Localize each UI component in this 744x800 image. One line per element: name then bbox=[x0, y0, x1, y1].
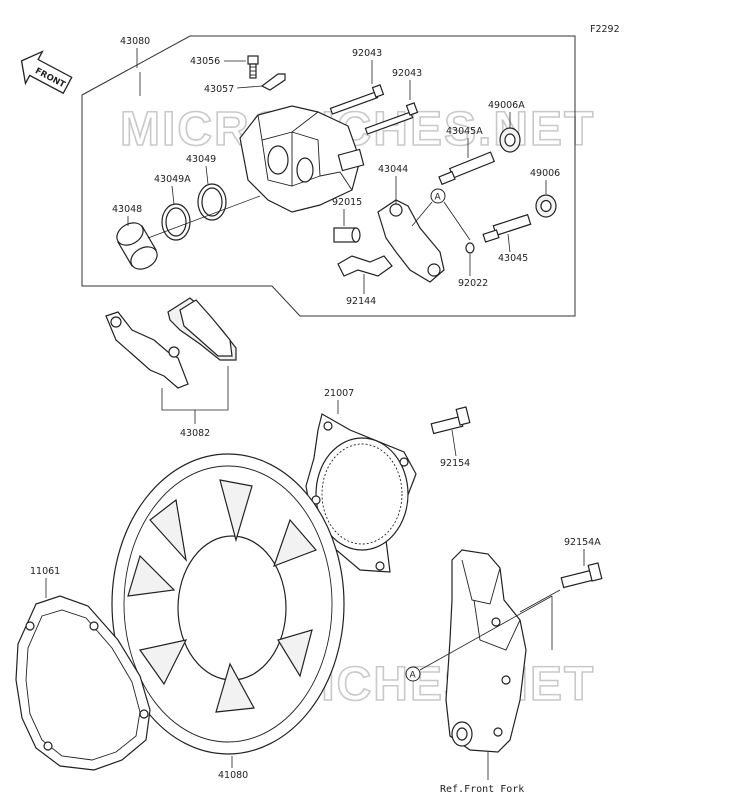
label-43045A: 43045A bbox=[446, 126, 483, 137]
label-21007: 21007 bbox=[324, 388, 354, 399]
nut-49006-part bbox=[535, 194, 557, 218]
bushing-92015-part bbox=[333, 227, 361, 243]
label-43045: 43045 bbox=[498, 253, 528, 264]
label-43057: 43057 bbox=[204, 84, 234, 95]
caliper-body-part bbox=[239, 105, 365, 213]
nut-49006A-part bbox=[499, 127, 521, 153]
label-92154: 92154 bbox=[440, 458, 470, 469]
pin-92043-upper bbox=[329, 84, 385, 115]
front-arrow-icon: FRONT bbox=[20, 50, 73, 95]
abs-sensor-ring-21007-part bbox=[305, 413, 417, 573]
label-43049A: 43049A bbox=[154, 174, 191, 185]
label-92043-lower: 92043 bbox=[392, 68, 422, 79]
caliper-bracket-43044-part bbox=[377, 199, 445, 283]
label-43049: 43049 bbox=[186, 154, 216, 165]
brake-disc-41080-part bbox=[111, 453, 345, 755]
ring-92022-part bbox=[465, 242, 475, 254]
label-43082: 43082 bbox=[180, 428, 210, 439]
ref-a-upper-label: A bbox=[435, 193, 442, 203]
label-92022: 92022 bbox=[458, 278, 488, 289]
label-92154A: 92154A bbox=[564, 537, 601, 548]
gasket-11061-part bbox=[15, 595, 151, 771]
bleed-screw-part bbox=[247, 55, 259, 79]
slide-pin-43045-part bbox=[482, 213, 532, 243]
label-43044: 43044 bbox=[378, 164, 408, 175]
pad-spring-92144-part bbox=[337, 255, 393, 277]
bolt-92154-part bbox=[430, 406, 471, 435]
label-41080: 41080 bbox=[218, 770, 248, 781]
seal-43049A-part bbox=[161, 203, 191, 241]
ref-a-lower-label: A bbox=[410, 671, 417, 681]
brake-pads-43082-part bbox=[105, 297, 237, 389]
label-43048: 43048 bbox=[112, 204, 142, 215]
pin-92043-lower bbox=[364, 102, 419, 135]
ref-front-fork-label: Ref.Front Fork bbox=[440, 784, 524, 795]
front-fork-leg-part bbox=[445, 549, 527, 753]
label-43056: 43056 bbox=[190, 56, 220, 67]
label-92015: 92015 bbox=[332, 197, 362, 208]
diagram-code: F2292 bbox=[590, 24, 620, 35]
label-92043-upper: 92043 bbox=[352, 48, 382, 59]
caliper-assembly-box bbox=[81, 35, 576, 317]
ref-circle-a-upper bbox=[430, 188, 446, 204]
label-43080: 43080 bbox=[120, 36, 150, 47]
piston-43048-part bbox=[116, 222, 158, 270]
ref-circle-a-lower bbox=[405, 666, 421, 682]
label-11061: 11061 bbox=[30, 566, 60, 577]
slide-pin-43045A-part bbox=[438, 151, 496, 186]
label-49006A: 49006A bbox=[488, 100, 525, 111]
label-92144: 92144 bbox=[346, 296, 376, 307]
seal-43049-part bbox=[197, 183, 227, 221]
bolt-92154A-part bbox=[560, 562, 603, 589]
bleed-cap-part bbox=[260, 73, 286, 91]
label-49006: 49006 bbox=[530, 168, 560, 179]
